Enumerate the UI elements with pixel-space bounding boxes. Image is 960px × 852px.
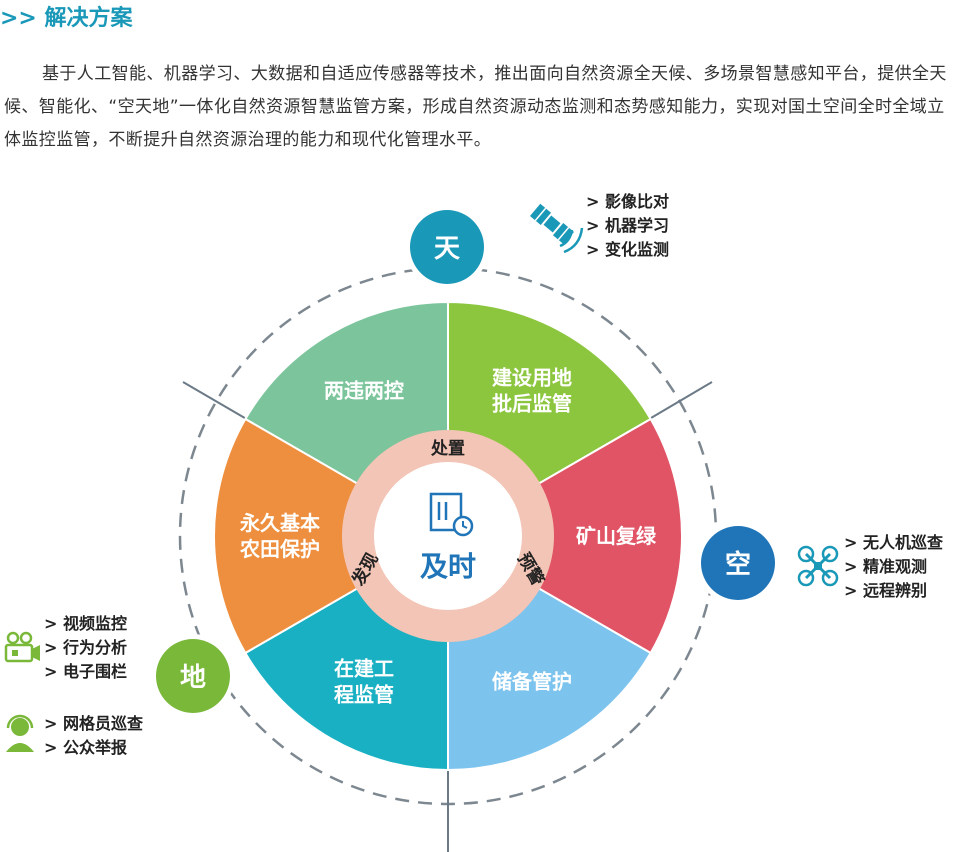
tian-item: > 影像比对 — [586, 192, 669, 211]
seg-kuangshan-label: 矿山复绿 — [576, 524, 657, 548]
node-tian[interactable]: 天 — [405, 205, 489, 289]
di-feature-list-b: > 网格员巡查 > 公众举报 — [44, 712, 143, 760]
center-disc — [374, 462, 522, 610]
document-clock-icon — [429, 492, 474, 537]
seg-jianshe-label: 批后监管 — [492, 392, 572, 416]
seg-yongjiu[interactable] — [213, 417, 451, 655]
node-tian-label: 天 — [434, 234, 460, 264]
seg-kuangshan[interactable] — [445, 417, 683, 655]
di-item: > 视频监控 — [44, 614, 127, 633]
satellite-icon — [530, 203, 574, 245]
node-kong[interactable]: 空 — [696, 521, 780, 605]
tian-item: > 机器学习 — [586, 216, 669, 235]
di-item: > 网格员巡查 — [44, 714, 143, 733]
seg-zaijian-label: 程监管 — [334, 682, 394, 706]
node-di-label: 地 — [180, 663, 206, 693]
di-feature-list-a: > 视频监控 > 行为分析 > 电子围栏 — [44, 612, 127, 684]
person-headset-icon — [6, 714, 34, 752]
section-title: >> 解决方案 — [0, 6, 133, 31]
seg-chubei-label: 储备管护 — [492, 669, 572, 693]
intro-paragraph: 基于人工智能、机器学习、大数据和自适应传感器等技术，推出面向自然资源全天候、多场… — [4, 64, 947, 150]
kong-item: > 精准观测 — [844, 557, 927, 576]
di-item: > 公众举报 — [44, 738, 127, 757]
seg-yongjiu-label: 农田保护 — [239, 537, 320, 561]
kong-feature-list: > 无人机巡查 > 精准观测 > 远程辨别 — [844, 531, 943, 603]
video-camera-icon — [4, 631, 40, 663]
tian-item: > 变化监测 — [586, 240, 669, 259]
seg-yongjiu-label: 永久基本 — [239, 511, 320, 535]
seg-zaijian-label: 在建工 — [334, 656, 394, 680]
node-di[interactable]: 地 — [151, 634, 235, 718]
seg-liangwei-label: 两违两控 — [324, 379, 404, 403]
kong-item: > 无人机巡查 — [844, 533, 943, 552]
di-item: > 行为分析 — [44, 638, 127, 657]
di-item: > 电子围栏 — [44, 662, 127, 681]
drone-icon — [797, 545, 839, 587]
center-label: 及时 — [420, 550, 476, 583]
signal-arc-icon — [559, 227, 584, 254]
tian-feature-list: > 影像比对 > 机器学习 > 变化监测 — [586, 190, 669, 262]
kong-item: > 远程辨别 — [844, 581, 927, 600]
node-kong-label: 空 — [725, 549, 751, 580]
ring-label-chuzhi: 处置 — [430, 438, 465, 459]
seg-jianshe-label: 建设用地 — [492, 366, 572, 390]
